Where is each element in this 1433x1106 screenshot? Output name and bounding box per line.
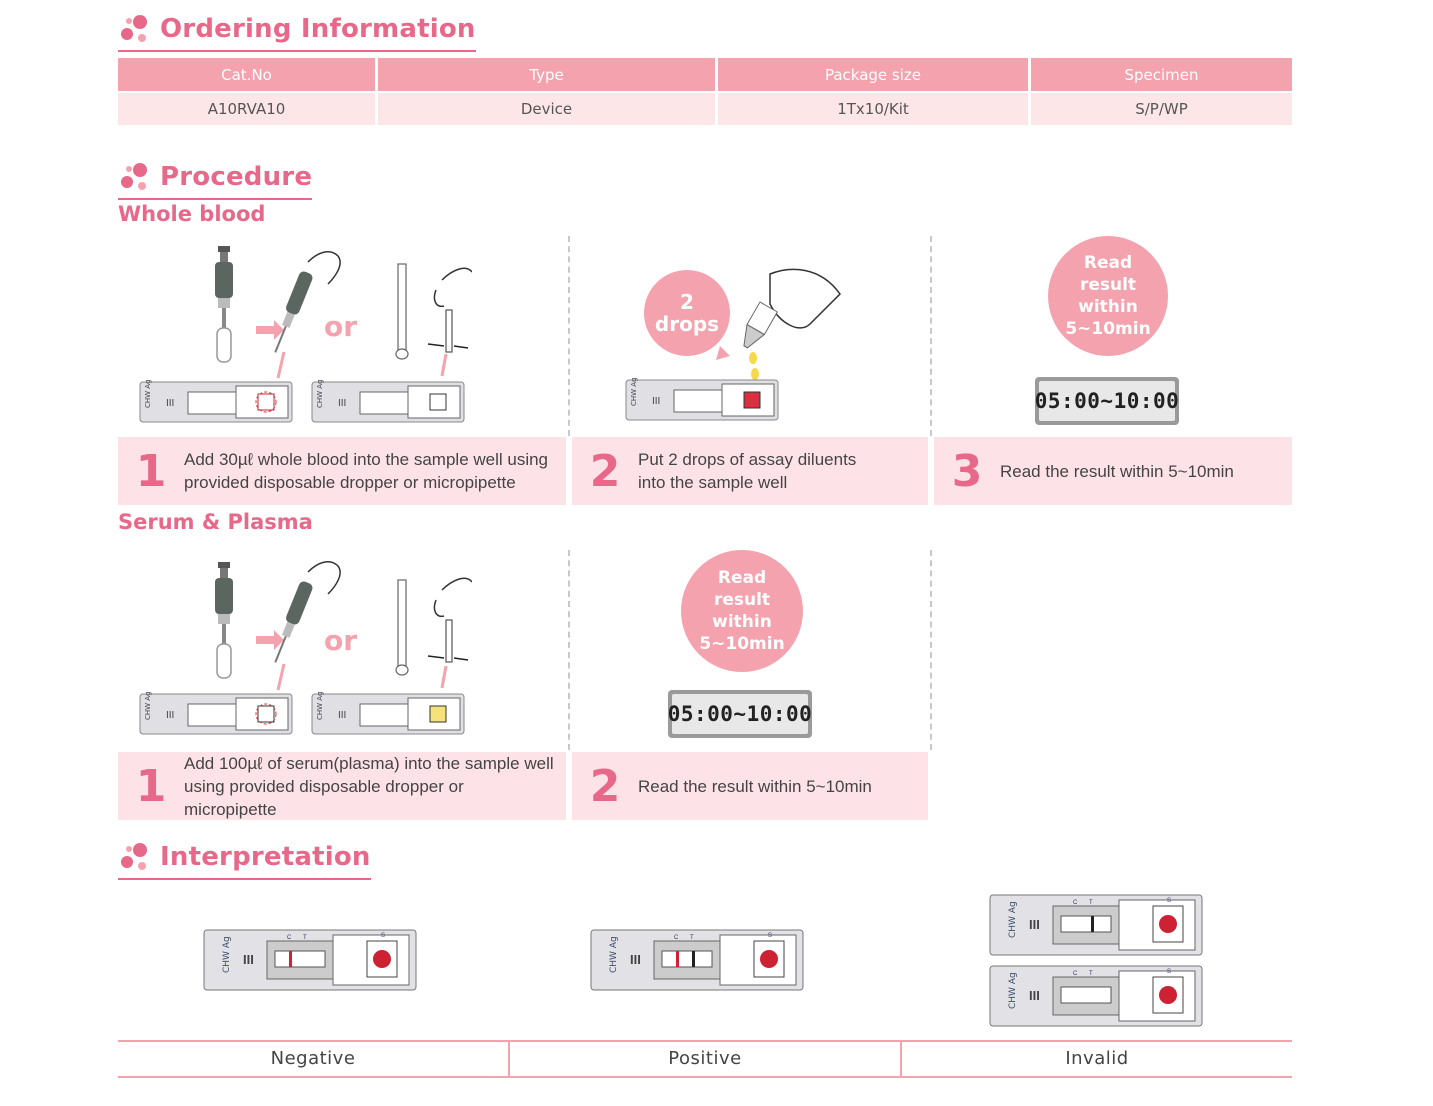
pipette-dropper-illustration: or CHW Ag III CHW Ag III xyxy=(139,561,472,735)
pipette-dropper-illustration: or CHW Ag III CHW Ag III xyxy=(139,246,472,423)
svg-text:CHW Ag: CHW Ag xyxy=(1008,901,1018,938)
step-number: 1 xyxy=(135,760,167,812)
svg-text:T: T xyxy=(690,935,694,941)
cell-type: Device xyxy=(378,91,718,125)
svg-text:C: C xyxy=(1073,900,1078,906)
step-number: 3 xyxy=(951,445,983,497)
svg-text:CHW Ag: CHW Ag xyxy=(144,691,152,720)
svg-text:C: C xyxy=(674,935,679,941)
svg-text:CHW Ag: CHW Ag xyxy=(1008,972,1018,1009)
step-text: Add 30µℓ whole blood into the sample wel… xyxy=(184,450,549,492)
svg-text:III: III xyxy=(243,952,254,967)
svg-text:III: III xyxy=(1029,917,1040,932)
header-type: Type xyxy=(378,58,718,91)
timer-display: 05:00~10:00 xyxy=(1035,377,1179,425)
svg-text:T: T xyxy=(1089,971,1093,977)
ordering-table: Cat.No Type Package size Specimen A10RVA… xyxy=(118,58,1292,125)
label-invalid: Invalid xyxy=(1065,1048,1129,1069)
svg-text:III: III xyxy=(630,952,641,967)
timer-display: 05:00~10:00 xyxy=(668,690,812,738)
header-cat-no: Cat.No xyxy=(118,58,378,91)
svg-text:S: S xyxy=(1167,898,1171,904)
table-row: A10RVA10 Device 1Tx10/Kit S/P/WP xyxy=(118,91,1292,125)
svg-text:CHW Ag: CHW Ag xyxy=(316,691,324,720)
step-number: 1 xyxy=(135,445,167,497)
svg-text:S: S xyxy=(768,933,772,939)
serum-step-2: 2 Read the result within 5~10min xyxy=(572,752,928,820)
step-text: Add 100µℓ of serum(plasma) into the samp… xyxy=(184,753,554,819)
column-divider xyxy=(568,550,570,750)
svg-text:CHW Ag: CHW Ag xyxy=(222,936,232,973)
step-number: 2 xyxy=(589,760,621,812)
svg-text:C: C xyxy=(287,935,292,941)
svg-text:CHW Ag: CHW Ag xyxy=(630,377,638,406)
header-package-size: Package size xyxy=(718,58,1031,91)
svg-text:III: III xyxy=(652,396,660,407)
whole-blood-step-2: 2 Put 2 drops of assay diluents into the… xyxy=(572,437,928,505)
svg-text:CHW Ag: CHW Ag xyxy=(144,379,152,408)
invalid-test-device: CHW Ag III C T S xyxy=(989,965,1203,1027)
svg-text:III: III xyxy=(166,398,174,409)
positive-test-device: CHW Ag III C T S xyxy=(590,929,804,991)
whole-blood-heading: Whole blood xyxy=(118,202,266,226)
table-header-row: Cat.No Type Package size Specimen xyxy=(118,58,1292,91)
procedure-title: Procedure xyxy=(160,162,313,192)
timer-readout: 05:00~10:00 xyxy=(668,694,812,734)
cell-package-size: 1Tx10/Kit xyxy=(718,91,1031,125)
svg-text:C: C xyxy=(1073,971,1078,977)
svg-text:III: III xyxy=(1029,988,1040,1003)
timer-readout: 05:00~10:00 xyxy=(1035,381,1179,421)
svg-text:III: III xyxy=(338,398,346,409)
svg-text:CHW Ag: CHW Ag xyxy=(316,379,324,408)
step-text: Read the result within 5~10min xyxy=(638,776,872,796)
svg-text:CHW Ag: CHW Ag xyxy=(609,936,619,973)
svg-text:T: T xyxy=(1089,900,1093,906)
invalid-test-device: CHW Ag III C T S xyxy=(989,894,1203,956)
molecule-icon xyxy=(121,163,147,190)
molecule-icon xyxy=(121,843,147,870)
interpretation-heading: Interpretation xyxy=(118,840,371,880)
svg-text:S: S xyxy=(1167,969,1171,975)
interpretation-title: Interpretation xyxy=(160,842,371,872)
or-label: or xyxy=(324,310,357,343)
svg-text:S: S xyxy=(381,933,385,939)
read-result-bubble: Read result within 5~10min xyxy=(1048,236,1168,356)
label-positive: Positive xyxy=(510,1042,902,1076)
procedure-heading: Procedure xyxy=(118,160,313,200)
molecule-icon xyxy=(121,15,147,42)
svg-text:T: T xyxy=(303,935,307,941)
diluent-bottle-illustration: CHW Ag III xyxy=(625,268,841,421)
step-number: 2 xyxy=(589,445,621,497)
serum-step-1: 1 Add 100µℓ of serum(plasma) into the sa… xyxy=(118,752,566,820)
interpretation-labels: Negative Positive Invalid xyxy=(118,1040,1292,1078)
or-label: or xyxy=(324,624,357,657)
ordering-heading: Ordering Information xyxy=(118,12,476,52)
whole-blood-step-1: 1 Add 30µℓ whole blood into the sample w… xyxy=(118,437,566,505)
cell-cat-no: A10RVA10 xyxy=(118,91,378,125)
label-negative: Negative xyxy=(118,1042,510,1076)
column-divider xyxy=(930,550,932,750)
svg-text:III: III xyxy=(166,710,174,721)
whole-blood-step-3: 3 Read the result within 5~10min xyxy=(934,437,1292,505)
column-divider xyxy=(930,236,932,436)
drops-bubble: 2 drops xyxy=(644,270,730,356)
step-text: Read the result within 5~10min xyxy=(1000,461,1234,481)
header-specimen: Specimen xyxy=(1031,58,1292,91)
read-result-bubble: Read result within 5~10min xyxy=(681,550,803,672)
ordering-title: Ordering Information xyxy=(160,14,476,44)
column-divider xyxy=(568,236,570,436)
negative-test-device: CHW Ag III C T S xyxy=(203,929,417,991)
serum-plasma-heading: Serum & Plasma xyxy=(118,510,313,534)
svg-text:III: III xyxy=(338,710,346,721)
cell-specimen: S/P/WP xyxy=(1031,91,1292,125)
step-text: Put 2 drops of assay diluents into the s… xyxy=(638,450,857,492)
